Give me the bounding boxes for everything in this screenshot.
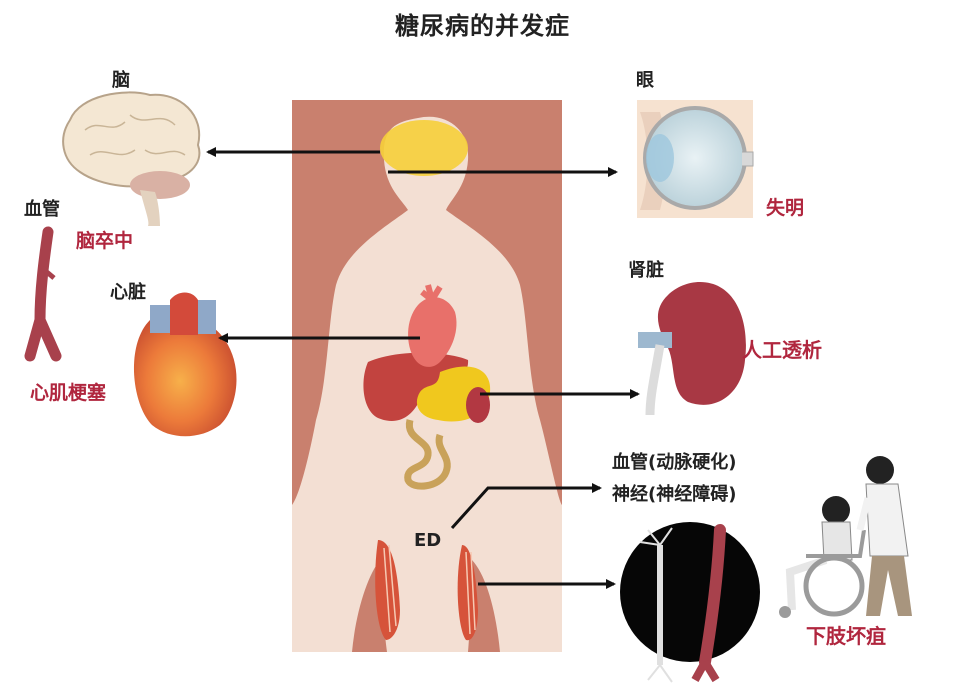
stroke-label: 脑卒中 — [76, 230, 134, 252]
page-title: 糖尿病的并发症 — [395, 12, 570, 40]
blood-vessel-illustration — [24, 226, 62, 362]
intestine-shape — [404, 419, 451, 490]
body-kidney-shape — [466, 387, 490, 423]
heart-label: 心脏 — [110, 282, 146, 303]
leg-muscle-right — [457, 545, 478, 641]
blood-vessel-sclerosis-label: 血管(动脉硬化) — [612, 452, 737, 473]
kidney-label: 肾脏 — [628, 260, 664, 281]
gangrene-label: 下肢坏疽 — [806, 624, 886, 648]
dialysis-label: 人工透析 — [742, 338, 822, 362]
brain-label: 脑 — [112, 70, 130, 91]
brain-illustration — [62, 91, 201, 226]
eye-illustration — [637, 100, 754, 218]
blindness-label: 失明 — [766, 197, 805, 219]
wheelchair-illustration — [779, 456, 912, 618]
eye-label: 眼 — [636, 70, 654, 91]
body-heart-shape — [408, 297, 457, 367]
body-aorta — [420, 284, 443, 303]
myocardial-infarction-label: 心肌梗塞 — [30, 382, 107, 404]
blood-vessel-branch — [40, 266, 56, 280]
liver-shape — [363, 352, 469, 421]
heart-illustration — [133, 292, 237, 437]
arrow-to-nerves — [450, 483, 602, 530]
leg-muscle-left — [375, 540, 400, 640]
blood-vessel-label: 血管 — [24, 199, 60, 220]
nerve-illustration — [620, 522, 760, 683]
ed-label: ED — [414, 530, 442, 551]
kidney-illustration — [638, 282, 746, 416]
head-brain-glow — [380, 120, 468, 176]
nerve-disorder-label: 神经(神经障碍) — [612, 484, 737, 505]
